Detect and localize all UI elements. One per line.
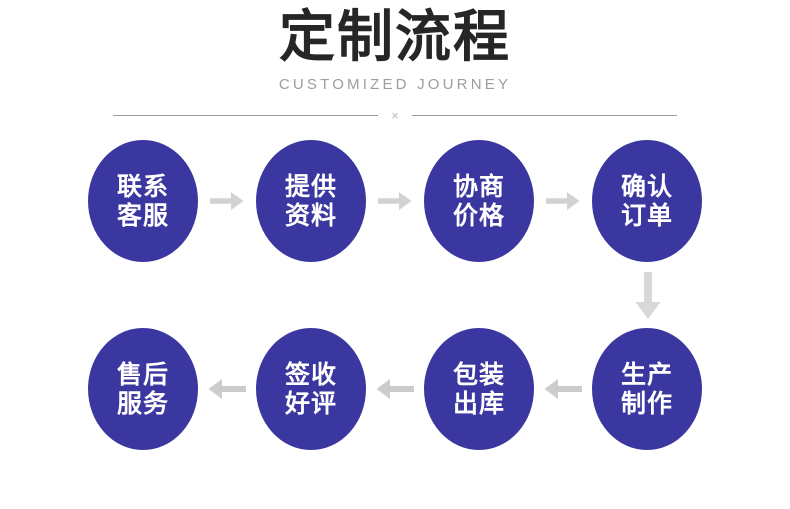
arrow-right-icon (366, 140, 424, 262)
step-label-line1: 售后 (116, 360, 169, 389)
step-label-line1: 联系 (116, 172, 169, 201)
step-label-line1: 确认 (620, 172, 673, 201)
step-sign-and-review[interactable]: 签收 好评 (256, 328, 366, 450)
step-label-line2: 出库 (452, 389, 505, 418)
step-label-line1: 提供 (284, 172, 337, 201)
step-after-sales-service[interactable]: 售后 服务 (88, 328, 198, 450)
step-label-line2: 客服 (116, 201, 169, 230)
step-provide-materials[interactable]: 提供 资料 (256, 140, 366, 262)
step-confirm-order[interactable]: 确认 订单 (592, 140, 702, 262)
step-production[interactable]: 生产 制作 (592, 328, 702, 450)
step-label-line2: 服务 (116, 389, 169, 418)
divider-line-left (113, 115, 378, 116)
step-label-line2: 好评 (284, 389, 337, 418)
arrow-right-icon (534, 140, 592, 262)
step-negotiate-price[interactable]: 协商 价格 (424, 140, 534, 262)
step-label-line2: 订单 (620, 201, 673, 230)
step-label-line2: 制作 (620, 389, 673, 418)
step-packaging-shipping[interactable]: 包装 出库 (424, 328, 534, 450)
title-divider: × (113, 109, 677, 122)
step-label-line1: 包装 (452, 360, 505, 389)
step-contact-support[interactable]: 联系 客服 (88, 140, 198, 262)
header: 定制流程 CUSTOMIZED JOURNEY (0, 0, 790, 95)
arrow-left-icon (198, 328, 256, 450)
flow-row-top: 联系 客服 提供 资料 协商 价格 确认 订单 (0, 140, 790, 262)
arrow-left-icon (366, 328, 424, 450)
step-label-line1: 协商 (452, 172, 505, 201)
step-label-line1: 签收 (284, 360, 337, 389)
divider-line-right (412, 115, 677, 116)
flow-row-bottom: 售后 服务 签收 好评 包装 出库 生产 制作 (0, 328, 790, 450)
page-subtitle: CUSTOMIZED JOURNEY (278, 76, 512, 93)
page-title: 定制流程 (279, 5, 511, 70)
step-label-line1: 生产 (620, 360, 673, 389)
divider-cross-icon: × (391, 108, 399, 123)
arrow-left-icon (534, 328, 592, 450)
arrow-down-icon (623, 266, 673, 326)
arrow-right-icon (198, 140, 256, 262)
step-label-line2: 价格 (452, 201, 505, 230)
step-label-line2: 资料 (284, 201, 337, 230)
